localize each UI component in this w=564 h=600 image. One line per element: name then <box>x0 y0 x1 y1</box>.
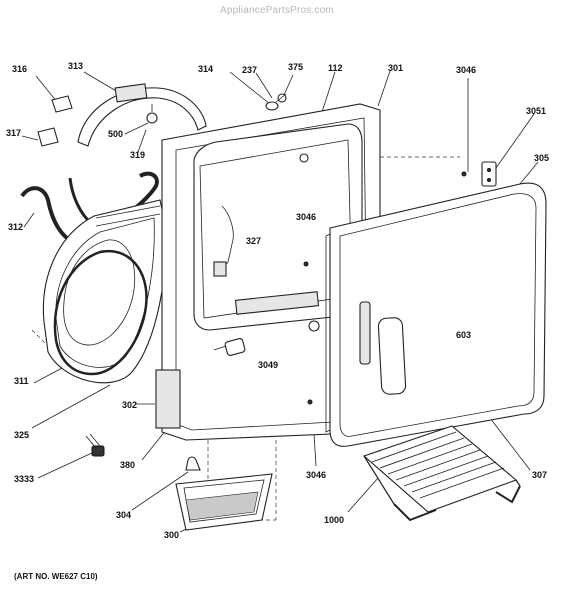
part-3051-hinge <box>481 161 497 187</box>
callout-3049: 3049 <box>258 360 279 370</box>
callout-307: 307 <box>532 470 548 480</box>
callout-237: 237 <box>242 65 258 75</box>
callout-603: 603 <box>456 330 472 340</box>
part-317-pad <box>37 127 59 147</box>
screw-markers <box>303 171 467 405</box>
callout-3046-top: 3046 <box>456 65 477 75</box>
callout-311: 311 <box>14 376 29 386</box>
callout-112: 112 <box>328 63 343 73</box>
part-603-door-handle <box>359 301 407 395</box>
callout-3051: 3051 <box>526 106 547 116</box>
watermark: AppliancePartsPros.com <box>220 5 334 16</box>
part-316-pad <box>51 95 73 113</box>
callout-319: 319 <box>130 150 146 160</box>
part-3049-latch <box>308 320 320 332</box>
callout-313: 313 <box>68 61 84 71</box>
part-305-door <box>325 182 547 447</box>
callout-380: 380 <box>120 460 136 470</box>
callout-1000: 1000 <box>324 515 345 525</box>
callout-327: 327 <box>246 236 262 246</box>
callout-375: 375 <box>288 62 304 72</box>
part-1000-drying-rack <box>362 425 521 522</box>
part-302-front-panel <box>155 103 381 441</box>
art-number: (ART NO. WE627 C10) <box>14 572 98 581</box>
callout-304: 304 <box>116 510 132 520</box>
part-300-lint-filter <box>175 473 273 531</box>
callout-312: 312 <box>8 222 24 232</box>
part-380-door-switch <box>213 338 246 356</box>
part-304-filter-knob <box>185 456 201 471</box>
callout-3333: 3333 <box>14 474 35 484</box>
part-314-lamp-socket <box>265 93 287 111</box>
callout-3046-middle: 3046 <box>296 212 317 222</box>
callout-325: 325 <box>14 430 30 440</box>
part-3333-sensor <box>85 433 105 457</box>
callout-301: 301 <box>388 63 404 73</box>
callout-305: 305 <box>534 153 550 163</box>
callout-500: 500 <box>108 129 124 139</box>
callout-314: 314 <box>198 64 214 74</box>
part-325-gasket <box>53 249 148 376</box>
callout-300: 300 <box>164 530 180 540</box>
callout-3046-bottom: 3046 <box>306 470 327 480</box>
callout-317: 317 <box>6 128 22 138</box>
part-313-bracket <box>77 83 207 147</box>
callout-316: 316 <box>12 64 28 74</box>
callout-302: 302 <box>122 400 138 410</box>
